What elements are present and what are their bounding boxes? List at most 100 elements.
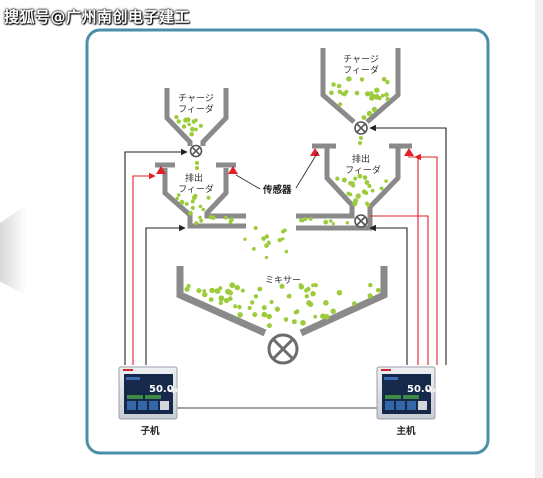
pellet [336,290,343,296]
slave-controller: 50.0 kg/h [118,366,179,420]
pellet [177,193,181,197]
pellet [347,77,352,81]
pellet [266,323,272,329]
pellet [384,179,388,183]
watermark-text: 搜狐号@广州南创电子建工 [4,8,191,26]
pellet [345,221,349,225]
pellet [188,210,193,216]
pellet [380,93,385,98]
pellet [335,176,340,181]
pellet [193,193,198,198]
pellet [337,89,342,95]
pellet [253,226,258,230]
pellet [176,119,181,124]
pellet [174,115,179,120]
pellet [348,181,353,186]
master-controller: 50.0 kg/h [376,366,437,420]
pellet [381,76,387,82]
pellet [329,219,333,223]
slave-reading: 50.0 [149,384,174,395]
slave-unit: kg/h [169,388,179,393]
pellet [234,284,240,291]
sensor-leader-right [295,151,319,189]
pellet [374,95,379,100]
right-discharge-feeder [296,143,412,231]
master-signal-lines [369,124,447,365]
pellet [223,297,230,304]
pellet [266,313,272,320]
pellet [181,124,187,129]
pellet [307,301,314,308]
pellet [348,192,353,197]
pellet [366,110,373,117]
svg-text:排出: 排出 [352,153,370,165]
pellet [304,288,309,293]
pellet [218,286,223,291]
mixer-hopper [176,266,388,337]
pellet [353,176,358,181]
pellet [252,312,258,318]
pellet [237,304,242,310]
pellet [375,287,381,293]
svg-text:チャージ: チャージ [343,54,379,65]
pellet [198,215,202,220]
pellet [202,291,208,298]
pellet [364,91,371,97]
svg-text:フィーダ: フィーダ [178,103,214,115]
pellet [208,297,214,302]
pellet [367,183,372,189]
pellet [364,180,370,185]
pellet [338,102,343,107]
pellet [264,255,269,260]
pellet [269,299,274,305]
pellet [365,201,369,206]
pellet [257,286,263,292]
right-discharge-feeder-label: 排出 フィーダ [345,153,381,176]
pellet [194,127,198,132]
pellet [261,305,267,311]
pellet [313,283,318,288]
pellet [323,219,329,225]
pellet [323,313,330,320]
sensor-leader-left [235,174,261,190]
pellet [330,308,336,314]
pellet [304,294,309,299]
right-sensor-2-icon [404,148,414,156]
pellet [189,131,194,137]
pellet [261,236,266,241]
pellet [190,205,195,210]
pellet [201,207,206,212]
pellet [385,80,390,85]
pellet [198,204,203,209]
pellet [225,288,231,295]
pellet [313,314,318,319]
pellet [228,220,233,224]
pellet [354,90,360,96]
pellet [277,237,282,243]
pellet [361,189,367,195]
pellet [300,219,305,223]
pellet [184,202,189,206]
pellet [371,106,378,113]
pellet [247,306,252,310]
pellet [250,300,255,305]
pellet [385,96,390,102]
pellet [218,300,223,306]
pellet [308,217,313,221]
svg-text:チャージ: チャージ [178,93,214,104]
svg-text:フィーダ: フィーダ [345,164,381,176]
pellet [179,199,185,205]
pellet [331,82,336,87]
left-charge-feeder-label: チャージ フィーダ [178,93,214,115]
mixer-valve [267,333,299,365]
pellet [361,115,367,120]
pellet [214,288,220,294]
pellet [240,288,245,293]
svg-text:フィーダ: フィーダ [343,64,379,76]
slave-signal-lines [124,148,188,365]
pellet [237,312,243,318]
pellet [198,123,203,128]
pellet [384,92,389,97]
pellet [228,296,233,301]
pellet [184,286,190,292]
